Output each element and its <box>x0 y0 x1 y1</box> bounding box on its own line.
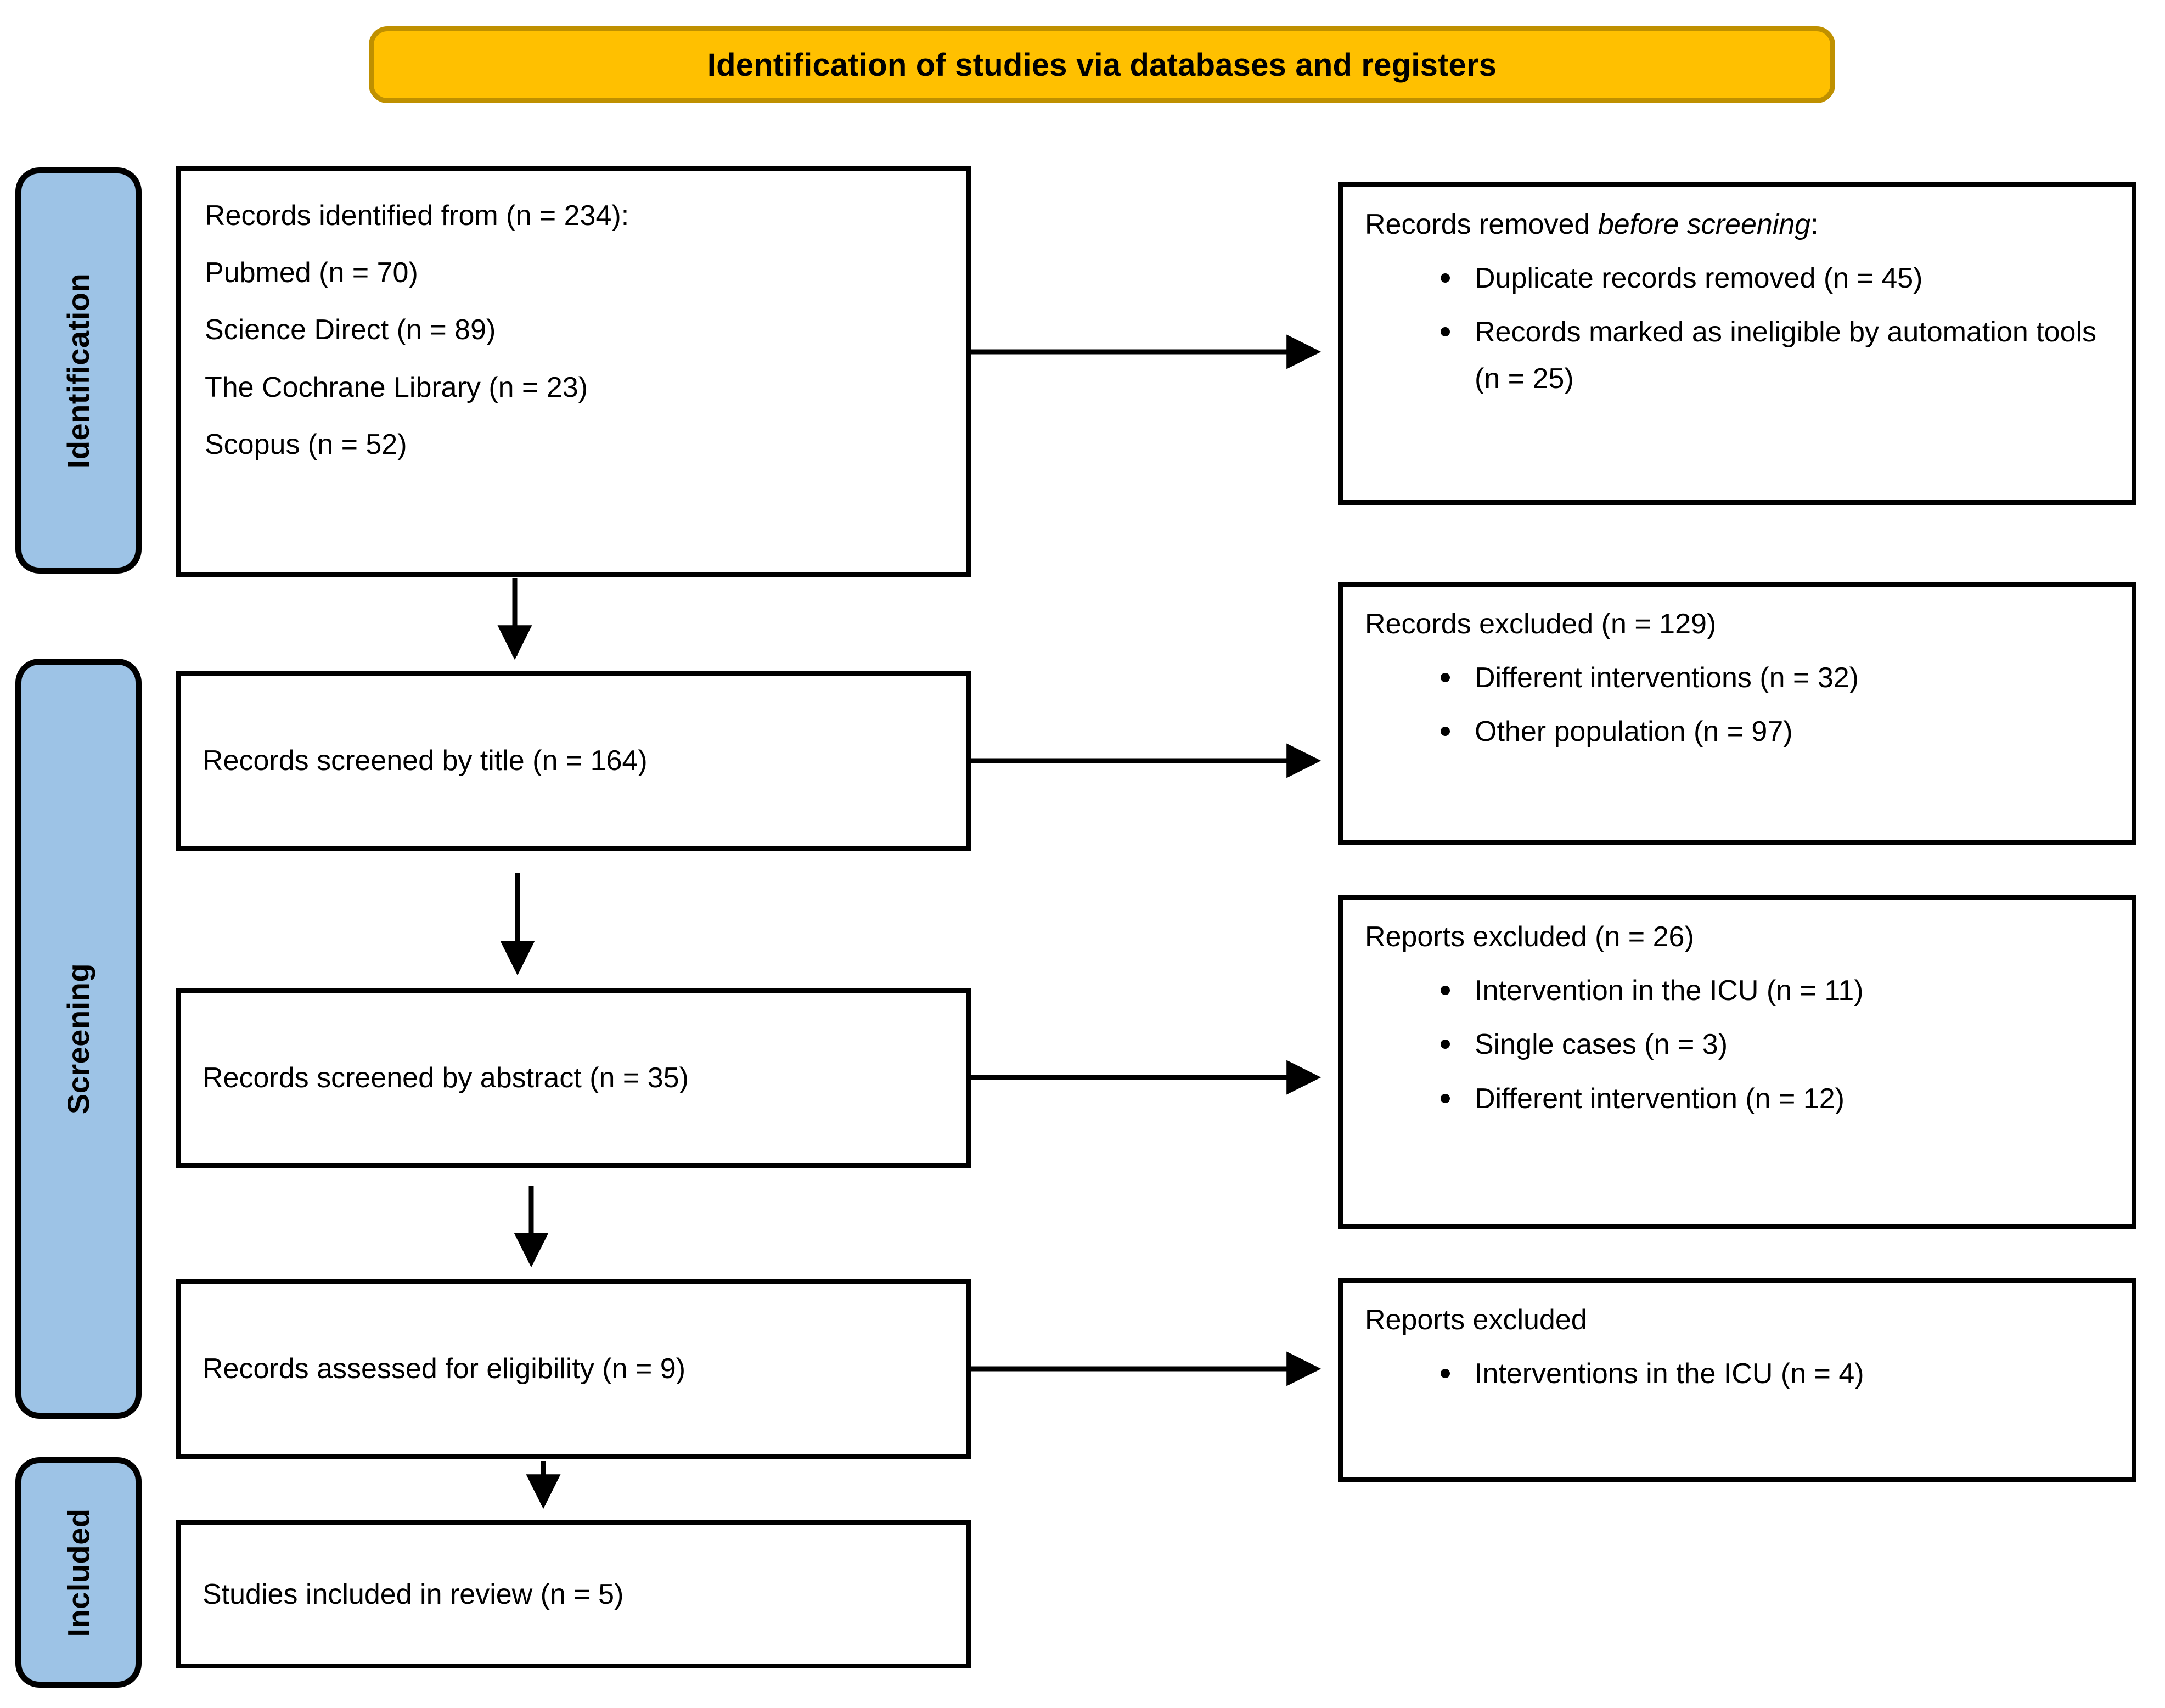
records-removed-bullet-list: Duplicate records removed (n = 45) Recor… <box>1365 255 2110 402</box>
source-scopus: Scopus (n = 52) <box>205 428 407 460</box>
box-records-assessed-for-eligibility: Records assessed for eligibility (n = 9) <box>176 1279 971 1459</box>
stage-pill-screening: Screening <box>15 659 142 1419</box>
stage-label-screening: Screening <box>61 963 96 1115</box>
list-item: Different intervention (n = 12) <box>1437 1076 2110 1122</box>
records-removed-heading: Records removed before screening: <box>1365 201 2110 248</box>
stage-pill-identification: Identification <box>15 167 142 574</box>
list-item: Other population (n = 97) <box>1437 709 2110 755</box>
box-records-excluded: Records excluded (n = 129) Different int… <box>1338 582 2136 845</box>
reports-excluded-icu-bullet-list: Interventions in the ICU (n = 4) <box>1365 1351 2110 1397</box>
list-item: Duplicate records removed (n = 45) <box>1437 255 2110 301</box>
records-screened-title-text: Records screened by title (n = 164) <box>203 744 648 777</box>
list-item: Different interventions (n = 32) <box>1437 655 2110 701</box>
box-reports-excluded-icu: Reports excluded Interventions in the IC… <box>1338 1278 2136 1482</box>
box-records-screened-by-abstract: Records screened by abstract (n = 35) <box>176 988 971 1168</box>
stage-label-identification: Identification <box>61 273 96 468</box>
reports-excluded-26-heading: Reports excluded (n = 26) <box>1365 921 1694 953</box>
studies-included-text: Studies included in review (n = 5) <box>203 1578 624 1610</box>
box-reports-excluded-26: Reports excluded (n = 26) Intervention i… <box>1338 895 2136 1229</box>
source-cochrane-library: The Cochrane Library (n = 23) <box>205 371 588 403</box>
reports-excluded-icu-heading: Reports excluded <box>1365 1304 1587 1336</box>
records-identified-total: Records identified from (n = 234): <box>205 200 629 232</box>
diagram-header-banner: Identification of studies via databases … <box>369 26 1835 103</box>
stage-label-included: Included <box>61 1508 96 1637</box>
records-removed-heading-suffix: : <box>1810 209 1819 240</box>
records-excluded-bullet-list: Different interventions (n = 32) Other p… <box>1365 655 2110 755</box>
box-records-removed-before-screening: Records removed before screening: Duplic… <box>1338 182 2136 505</box>
reports-excluded-26-bullet-list: Intervention in the ICU (n = 11) Single … <box>1365 968 2110 1122</box>
records-screened-abstract-text: Records screened by abstract (n = 35) <box>203 1061 689 1094</box>
box-studies-included-in-review: Studies included in review (n = 5) <box>176 1520 971 1668</box>
list-item: Records marked as ineligible by automati… <box>1437 309 2110 401</box>
box-records-screened-by-title: Records screened by title (n = 164) <box>176 671 971 851</box>
source-science-direct: Science Direct (n = 89) <box>205 314 496 346</box>
list-item: Intervention in the ICU (n = 11) <box>1437 968 2110 1014</box>
page-title: Identification of studies via databases … <box>707 47 1497 83</box>
records-removed-heading-prefix: Records removed <box>1365 209 1598 240</box>
source-pubmed: Pubmed (n = 70) <box>205 257 418 289</box>
list-item: Single cases (n = 3) <box>1437 1021 2110 1068</box>
records-excluded-heading: Records excluded (n = 129) <box>1365 608 1717 640</box>
records-removed-heading-italic: before screening <box>1598 209 1811 240</box>
box-records-identified: Records identified from (n = 234): Pubme… <box>176 166 971 577</box>
stage-pill-included: Included <box>15 1457 142 1688</box>
records-assessed-eligibility-text: Records assessed for eligibility (n = 9) <box>203 1352 686 1385</box>
list-item: Interventions in the ICU (n = 4) <box>1437 1351 2110 1397</box>
